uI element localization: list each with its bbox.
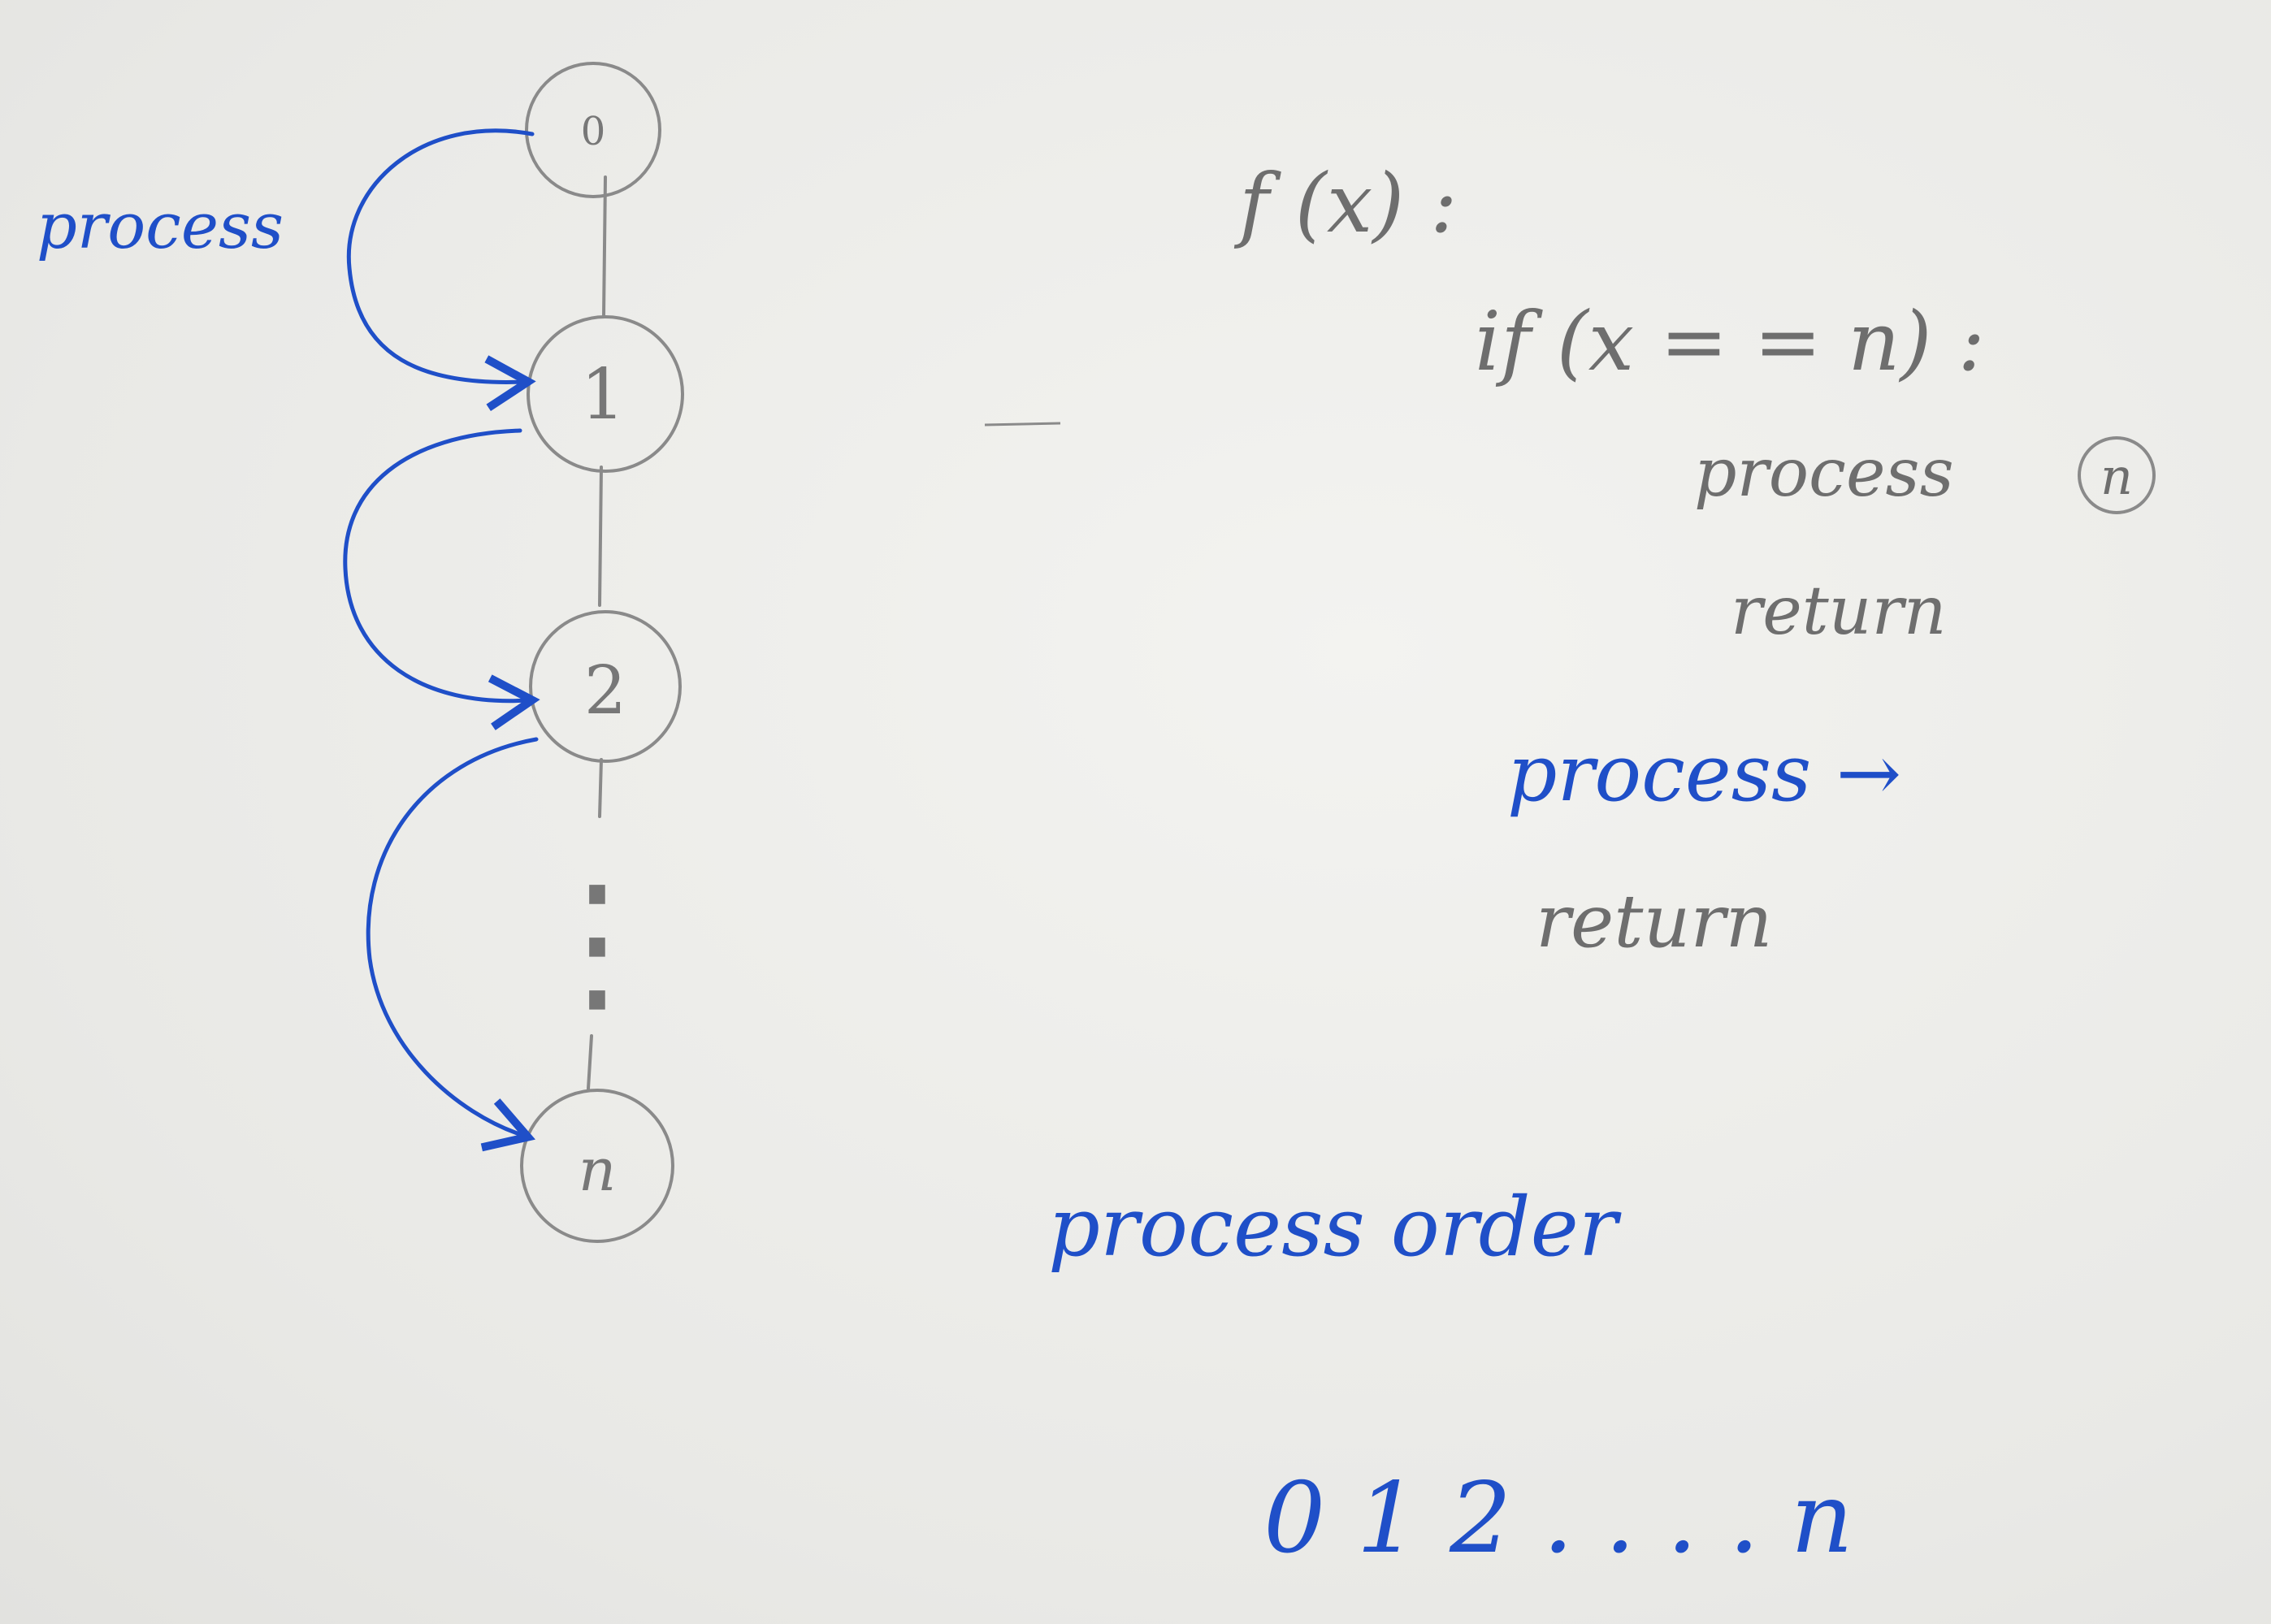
edge-1-2 <box>598 466 603 607</box>
stray-pencil-mark <box>984 422 1061 427</box>
code-line-return-1: return <box>1731 573 1947 650</box>
tree-node-0: 0 <box>525 62 661 198</box>
node-label: 2 <box>584 652 626 730</box>
arrow-1-to-2 <box>343 428 540 730</box>
node-circle <box>525 62 661 198</box>
arrow-0-to-1 <box>346 128 536 411</box>
circled-n-label: n <box>2100 447 2133 506</box>
code-line-return-2: return <box>1536 879 1772 964</box>
code-line-process-arrow: process → <box>1507 728 1901 819</box>
circled-n-ring <box>2078 436 2156 514</box>
tree-ellipsis: ⋮ <box>520 852 674 1032</box>
node-label: 0 <box>581 109 606 154</box>
code-line-if: if (x = = n) : <box>1475 294 1985 389</box>
edge-dots-n <box>587 1034 593 1090</box>
tree-node-2: 2 <box>529 610 682 763</box>
node-label: n <box>579 1136 616 1204</box>
code-line-process-n: process <box>1694 435 1954 512</box>
node-circle <box>520 1089 674 1243</box>
process-order-sequence: 0 1 2 . . . . n <box>1263 1462 1853 1575</box>
edge-0-1 <box>602 175 607 318</box>
edge-process-label: process <box>37 190 284 263</box>
pseudo-code: f (x) : if (x = = n) : process n return … <box>1233 156 2156 964</box>
process-order: process order 0 1 2 . . . . n <box>1048 1180 1853 1575</box>
tree-nodes: 0 1 2 ⋮ n <box>520 62 684 1243</box>
node-label: 1 <box>581 354 626 435</box>
tree-node-1: 1 <box>527 315 684 473</box>
arrow-2-to-n <box>366 737 539 1152</box>
process-arrows <box>343 128 540 1152</box>
tree-edges <box>587 175 1061 1090</box>
edge-2-dots <box>598 758 603 818</box>
tree-node-n: n <box>520 1089 674 1243</box>
process-order-heading: process order <box>1048 1180 1622 1275</box>
code-line-function: f (x) : <box>1233 156 1458 251</box>
